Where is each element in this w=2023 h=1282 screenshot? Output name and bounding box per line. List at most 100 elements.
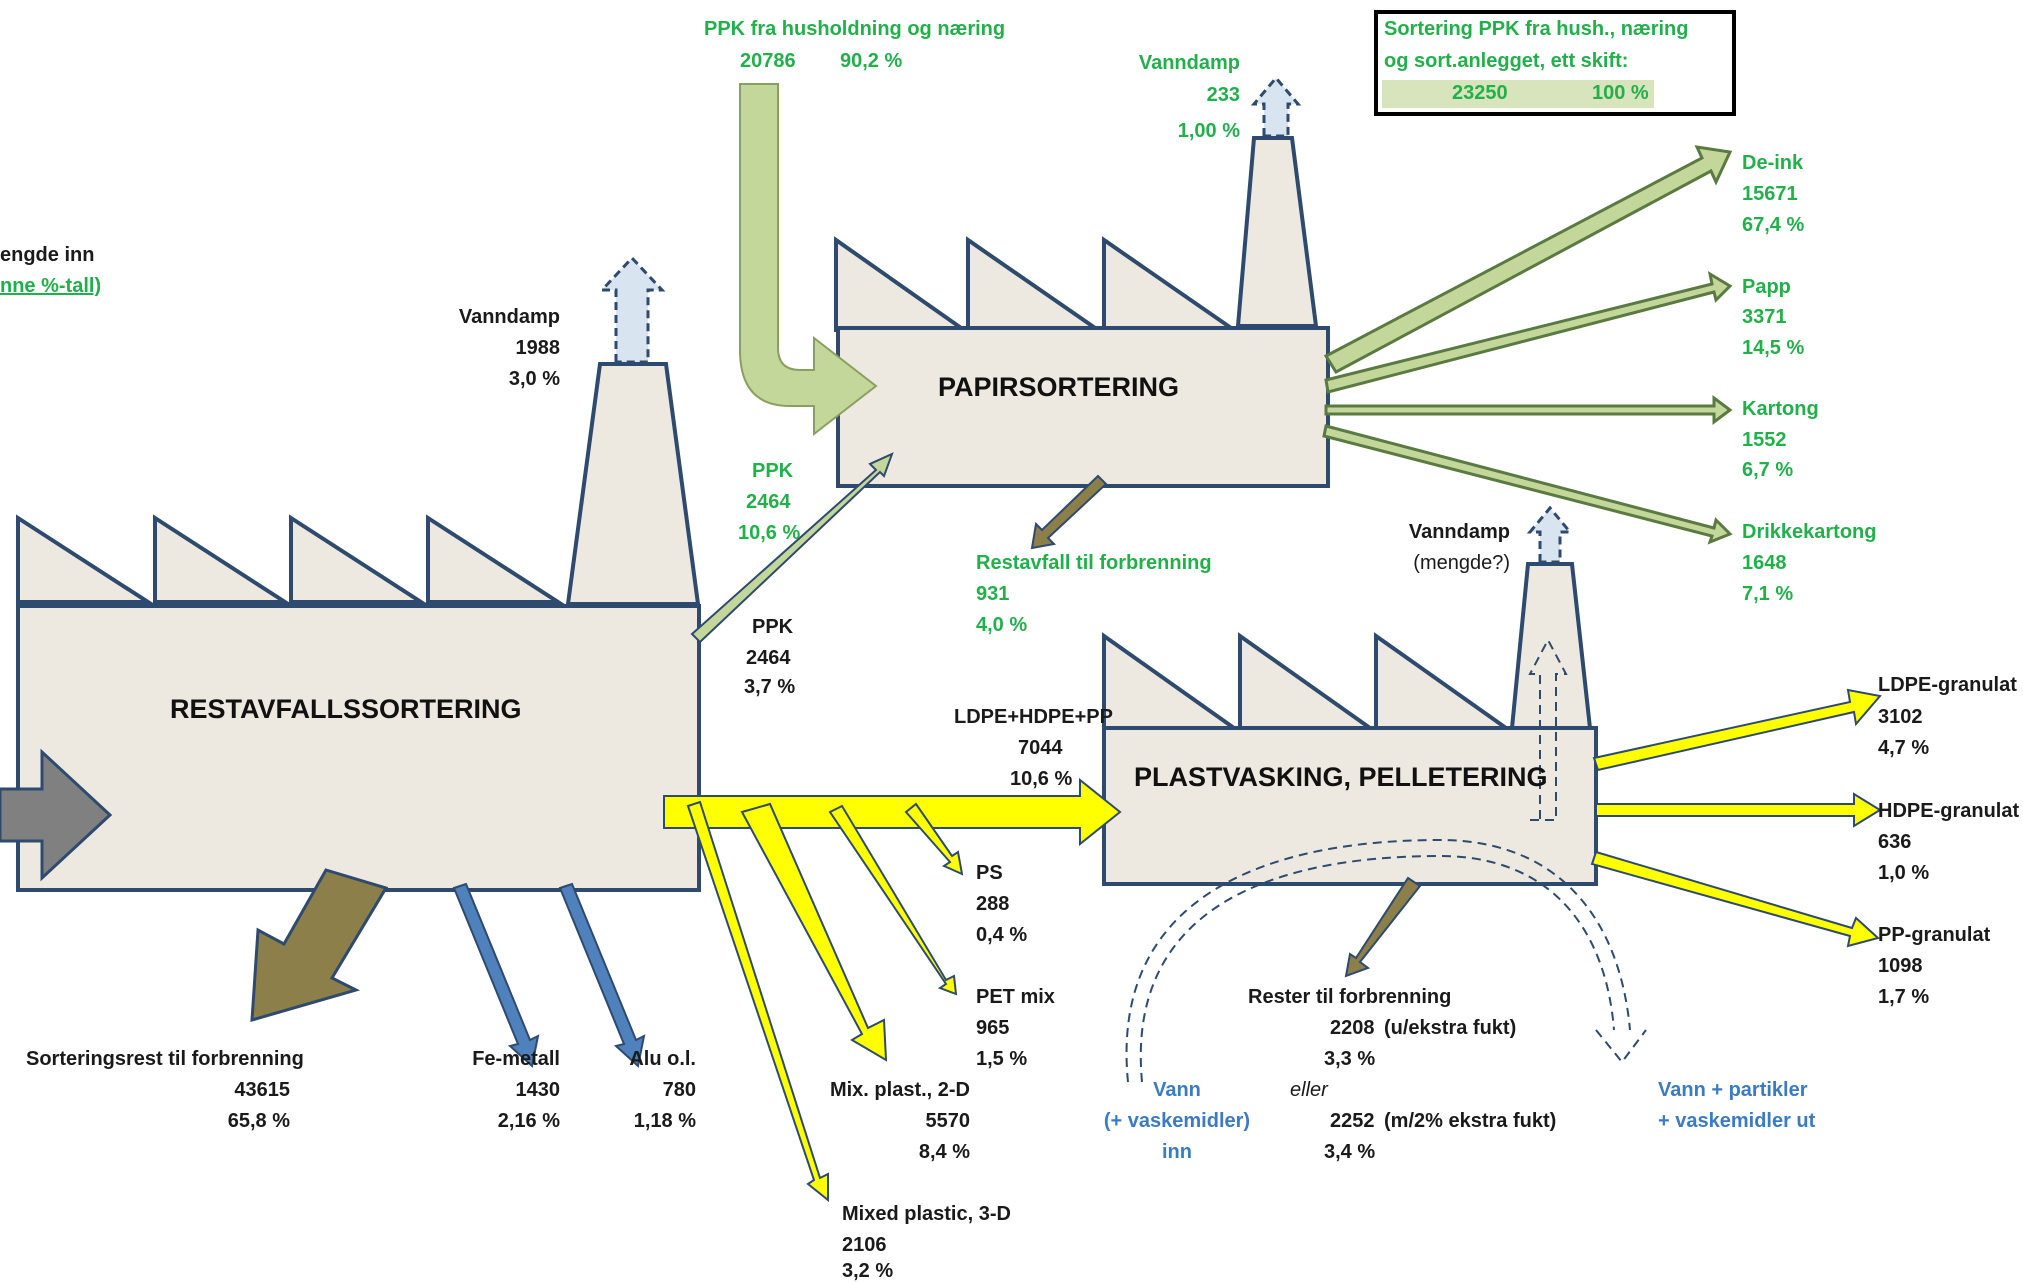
legend-fragment-1: engde inn [0,244,95,266]
papir-vapor-amount: 233 [1206,84,1240,106]
papir-building [834,136,1330,488]
paper-output-papp-percent: 14,5 % [1742,337,1805,359]
arrow-fe-metall [452,882,540,1068]
papir-vapor-percent: 1,00 % [1177,120,1240,142]
ppk-transfer-arrow [690,452,894,644]
paper-residue-amount: 931 [976,583,1010,605]
plastic-output-pp-label: PP-granulat [1878,924,1991,946]
grey-input-arrow [0,748,113,882]
paper-output-arrows [1322,145,1733,545]
plastic-output-ldpe-amount: 3102 [1878,706,1923,728]
water-out-line2: + vaskemidler ut [1658,1110,1816,1132]
plastic-feed-label: LDPE+HDPE+PP [954,706,1113,728]
plastic-output-pp-percent: 1,7 % [1878,986,1930,1008]
restavfall-vapor-label: Vanndamp [458,306,560,328]
plast-roof-1 [1102,632,1241,730]
plastic-feed-percent: 10,6 % [1010,768,1073,790]
restavfall-roof-1 [16,514,155,604]
arrow-mix2d [740,802,888,1062]
paper-residue-label: Restavfall til forbrenning [976,552,1212,574]
paper-output-drikkekartong-amount: 1648 [1742,552,1787,574]
ps-amount: 288 [976,893,1010,915]
plastic-output-hdpe-amount: 636 [1878,831,1912,853]
paper-output-deink-percent: 67,4 % [1742,214,1805,236]
paper-residue-percent: 4,0 % [976,614,1028,636]
process-title-papir: PAPIRSORTERING [938,372,1180,402]
plastic-residue-note2: (m/2% ekstra fukt) [1384,1110,1557,1132]
fe-amount: 1430 [515,1079,561,1101]
vapor-arrow-plast [1526,505,1574,564]
plast-vapor-label: Vanndamp [1408,521,1510,543]
paper-output-deink-label: De-ink [1742,152,1804,174]
paper-output-kartong-percent: 6,7 % [1742,459,1794,481]
water-in-line3: inn [1162,1141,1192,1163]
mix3d-amount: 2106 [842,1234,887,1256]
ppk-black-label: PPK [752,616,794,638]
fe-label: Fe-metall [472,1048,560,1070]
process-title-plast: PLASTVASKING, PELLETERING [1134,762,1548,792]
paper-output-papp-label: Papp [1742,276,1791,298]
paper-output-deink-amount: 15671 [1742,183,1798,205]
arrow-papp [1324,270,1733,394]
restavfall-building [16,362,701,892]
plast-building [1102,562,1598,886]
pet-amount: 965 [976,1017,1010,1039]
arrow-kartong [1324,395,1733,425]
arrow-pp [1590,850,1881,948]
pet-label: PET mix [976,986,1055,1008]
plastic-output-ldpe-label: LDPE-granulat [1878,674,2017,696]
summary-amount: 23250 [1452,82,1508,104]
vapor-arrows [598,75,1574,564]
plastic-residue-or: eller [1290,1079,1328,1101]
restavfall-vapor-amount: 1988 [515,337,561,359]
ppk-green-amount: 2464 [746,491,791,513]
plastic-output-pp-amount: 1098 [1878,955,1923,977]
summary-line-2: og sort.anlegget, ett skift: [1384,50,1629,72]
vapor-arrow-restavfall [598,255,666,364]
plastic-output-ldpe-percent: 4,7 % [1878,737,1930,759]
ps-percent: 0,4 % [976,924,1028,946]
water-flow [1125,637,1647,1083]
water-in-line1: Vann [1153,1079,1201,1101]
plastic-residue-amount2: 2252 [1330,1110,1375,1132]
plastic-feed-amount: 7044 [1018,737,1063,759]
papir-body [836,326,1330,488]
metal-arrows [452,882,646,1068]
plastic-residue-arrow [1344,876,1422,978]
arrow-alu [558,882,646,1068]
arrow-ps [904,802,964,876]
restavfall-chimney [565,362,701,606]
restavfall-roof-4 [426,514,565,604]
pet-percent: 1,5 % [976,1048,1028,1070]
residue-amount: 43615 [234,1079,290,1101]
alu-label: Alu o.l. [629,1048,696,1070]
mix2d-label: Mix. plast., 2-D [829,1079,970,1101]
ppk-household-amount: 20786 [740,50,796,72]
process-title-restavfall: RESTAVFALLSSORTERING [170,694,522,724]
restavfall-roof-2 [153,514,292,604]
plast-roof-2 [1238,632,1377,730]
restavfall-body [16,604,701,892]
plastic-residue-percent2: 3,4 % [1324,1141,1376,1163]
paper-output-kartong-label: Kartong [1742,398,1819,420]
plastic-output-hdpe-label: HDPE-granulat [1878,800,2020,822]
residue-percent: 65,8 % [227,1110,290,1132]
papir-chimney [1235,136,1319,328]
papir-roof-2 [966,236,1105,332]
ppk-black-percent: 3,7 % [744,676,796,698]
arrow-drikkekartong [1322,424,1733,545]
mix3d-label: Mixed plastic, 3-D [842,1203,1011,1225]
water-arrowhead-out [1595,1029,1647,1064]
water-out-line1: Vann + partikler [1658,1079,1808,1101]
legend-fragment-2: nne %-tall) [0,275,102,297]
water-arc-inner [1139,854,1615,1083]
plastic-residue-amount1: 2208 [1330,1017,1375,1039]
ppk-black-amount: 2464 [746,647,791,669]
summary-percent: 100 % [1592,82,1649,104]
paper-output-papp-amount: 3371 [1742,306,1787,328]
ppk-green-percent: 10,6 % [738,522,801,544]
ppk-input-arrow [739,83,878,437]
arrow-hdpe [1595,792,1882,828]
